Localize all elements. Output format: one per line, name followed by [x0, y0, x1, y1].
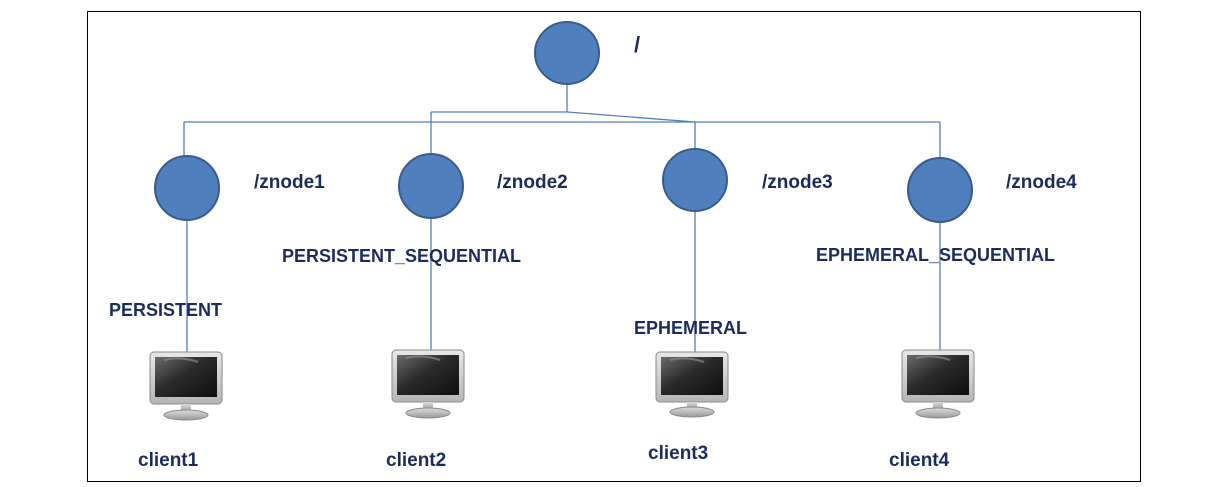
tree-nodes	[154, 21, 973, 223]
znode3-type-label: EPHEMERAL	[634, 318, 748, 338]
znode1-label: /znode1	[254, 172, 325, 193]
computer-icon-2	[391, 349, 465, 419]
client3-label: client3	[648, 443, 709, 464]
client1-label: client1	[138, 450, 199, 471]
znode3-label: /znode3	[762, 172, 833, 193]
branch-join-right	[566, 111, 696, 123]
diagram-frame	[87, 11, 1141, 482]
znode2-node	[398, 153, 464, 219]
computer-icon-4	[901, 349, 975, 419]
znode2-label: /znode2	[497, 172, 568, 193]
client2-label: client2	[386, 450, 447, 471]
znode2-type-label: PERSISTENT_SEQUENTIAL	[282, 246, 522, 266]
root-label: /	[634, 32, 641, 57]
znode3-node	[662, 148, 728, 212]
znode1-type-label: PERSISTENT	[109, 300, 223, 320]
root-node	[534, 21, 600, 85]
computer-icon-3	[655, 351, 729, 418]
connector-lines	[183, 78, 941, 352]
znode1-node	[154, 155, 220, 221]
computer-icon-1	[149, 351, 223, 421]
znode4-node	[907, 157, 973, 223]
client4-label: client4	[889, 450, 950, 471]
znode4-label: /znode4	[1006, 172, 1077, 193]
znode4-type-label: EPHEMERAL_SEQUENTIAL	[816, 245, 1056, 265]
